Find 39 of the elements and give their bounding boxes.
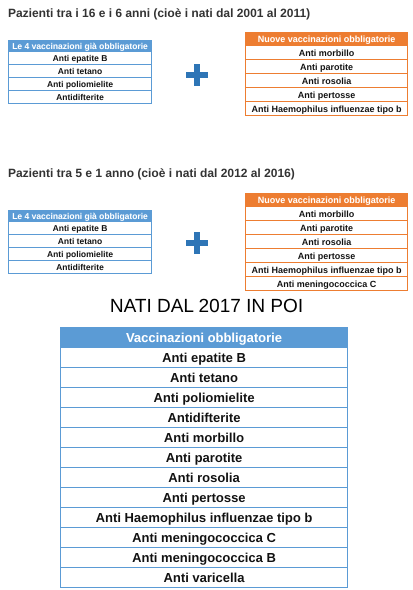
table-cell: Anti meningococcica C xyxy=(60,528,348,548)
section-heading: Pazienti tra i 16 e i 6 anni (cioè i nati dal 2001 al 2011) xyxy=(8,6,310,20)
table-cell: Anti meningococcica C xyxy=(245,277,408,291)
banner-heading: NATI DAL 2017 IN POI xyxy=(108,296,304,318)
table-cell: Anti rosolia xyxy=(60,468,348,488)
table-cell: Anti morbillo xyxy=(60,428,348,448)
table-cell: Anti meningococcica B xyxy=(60,548,348,568)
table-cell: Anti Haemophilus influenzae tipo b xyxy=(245,263,408,277)
table-header-cell: Le 4 vaccinazioni già obbligatorie xyxy=(8,40,152,52)
table-cell: Anti tetano xyxy=(60,368,348,388)
table-cell: Anti pertosse xyxy=(245,249,408,263)
table-cell: Anti poliomielite xyxy=(8,248,152,261)
table-cell: Anti rosolia xyxy=(245,74,408,88)
table-cell: Anti tetano xyxy=(8,235,152,248)
table-header-cell: Vaccinazioni obbligatorie xyxy=(60,327,348,348)
table-cell: Anti morbillo xyxy=(245,46,408,60)
table-cell: Anti epatite B xyxy=(8,222,152,235)
table-cell: Anti varicella xyxy=(60,568,348,588)
table-cell: Anti Haemophilus influenzae tipo b xyxy=(245,102,408,116)
table-header-cell: Nuove vaccinazioni obbligatorie xyxy=(245,193,408,207)
section-heading: Pazienti tra 5 e 1 anno (cioè i nati dal 2012 al 2016) xyxy=(8,166,295,180)
table-header-cell: Nuove vaccinazioni obbligatorie xyxy=(245,32,408,46)
table-cell: Anti rosolia xyxy=(245,235,408,249)
table-cell: Anti parotite xyxy=(60,448,348,468)
table-cell: Anti poliomielite xyxy=(8,78,152,91)
table-cell: Antidifterite xyxy=(60,408,348,428)
table-cell: Antidifterite xyxy=(8,91,152,104)
table-cell: Anti parotite xyxy=(245,60,408,74)
table-header-cell: Le 4 vaccinazioni già obbligatorie xyxy=(8,210,152,222)
table-cell: Anti pertosse xyxy=(60,488,348,508)
table-cell: Anti pertosse xyxy=(245,88,408,102)
table-cell: Anti poliomielite xyxy=(60,388,348,408)
table-cell: Anti tetano xyxy=(8,65,152,78)
table-cell: Antidifterite xyxy=(8,261,152,274)
table-cell: Anti epatite B xyxy=(60,348,348,368)
table-cell: Anti epatite B xyxy=(8,52,152,65)
table-cell: Anti morbillo xyxy=(245,207,408,221)
table-cell: Anti Haemophilus influenzae tipo b xyxy=(60,508,348,528)
table-cell: Anti parotite xyxy=(245,221,408,235)
